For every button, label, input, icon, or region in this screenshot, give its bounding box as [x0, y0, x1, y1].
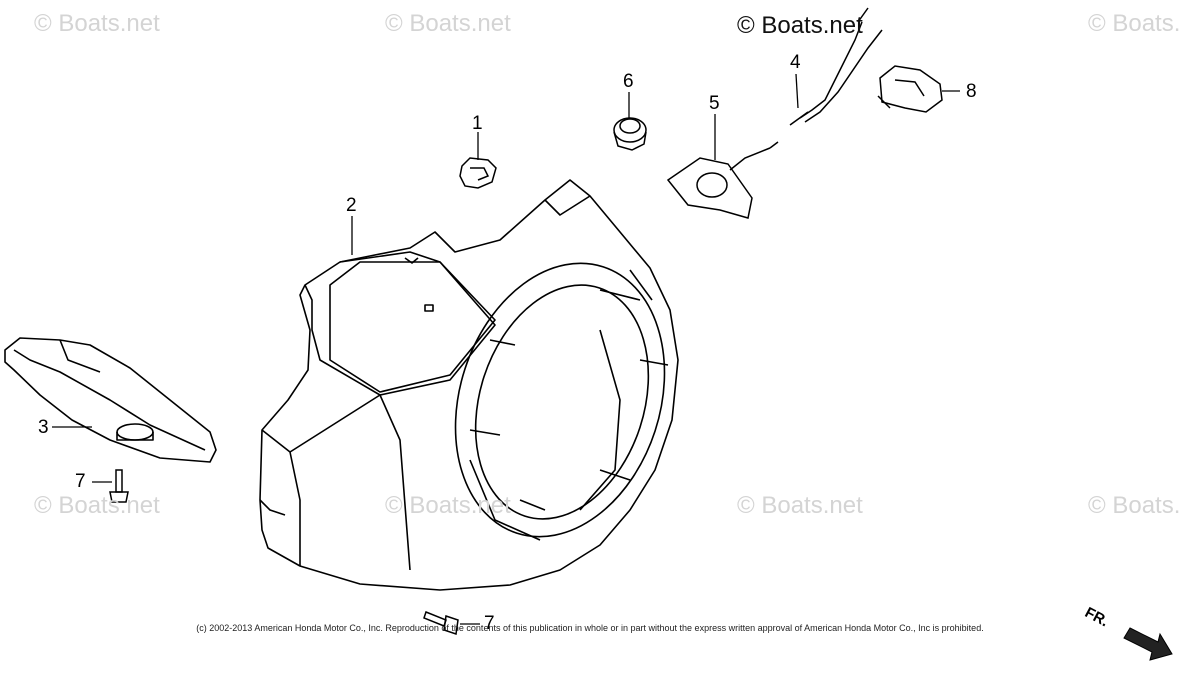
leader-lines: [52, 73, 960, 625]
callout-3: 3: [38, 417, 49, 438]
clip-part-1: [459, 157, 497, 189]
watermark: © Boats.net: [385, 492, 511, 519]
fan-cover: [259, 179, 679, 591]
watermark: © Boats.net: [34, 10, 160, 37]
bolt-part-7-bottom: [423, 611, 459, 635]
bolt-part-7-left: [109, 469, 129, 503]
watermark: © Boats.net: [737, 492, 863, 519]
callout-1: 1: [472, 113, 483, 134]
lead-wire-part-4: [789, 7, 883, 126]
switch-part-5: [666, 141, 779, 219]
watermark: © Boats.net: [1088, 492, 1180, 519]
clamp-part-8: [877, 65, 943, 113]
grommet-part-6: [613, 117, 647, 151]
callout-5: 5: [709, 93, 720, 114]
callout-2: 2: [346, 195, 357, 216]
callout-7: 7: [75, 471, 86, 492]
front-arrow: [1123, 627, 1173, 661]
callout-7: 7: [484, 613, 495, 634]
watermark-main: © Boats.net: [737, 12, 863, 39]
watermark: © Boats.net: [1088, 10, 1180, 37]
callout-8: 8: [966, 81, 977, 102]
callout-6: 6: [623, 71, 634, 92]
callout-4: 4: [790, 52, 801, 73]
watermark: © Boats.net: [385, 10, 511, 37]
shroud-plate: [4, 337, 217, 463]
copyright-notice: (c) 2002-2013 American Honda Motor Co., …: [196, 623, 984, 633]
watermark: © Boats.net: [34, 492, 160, 519]
